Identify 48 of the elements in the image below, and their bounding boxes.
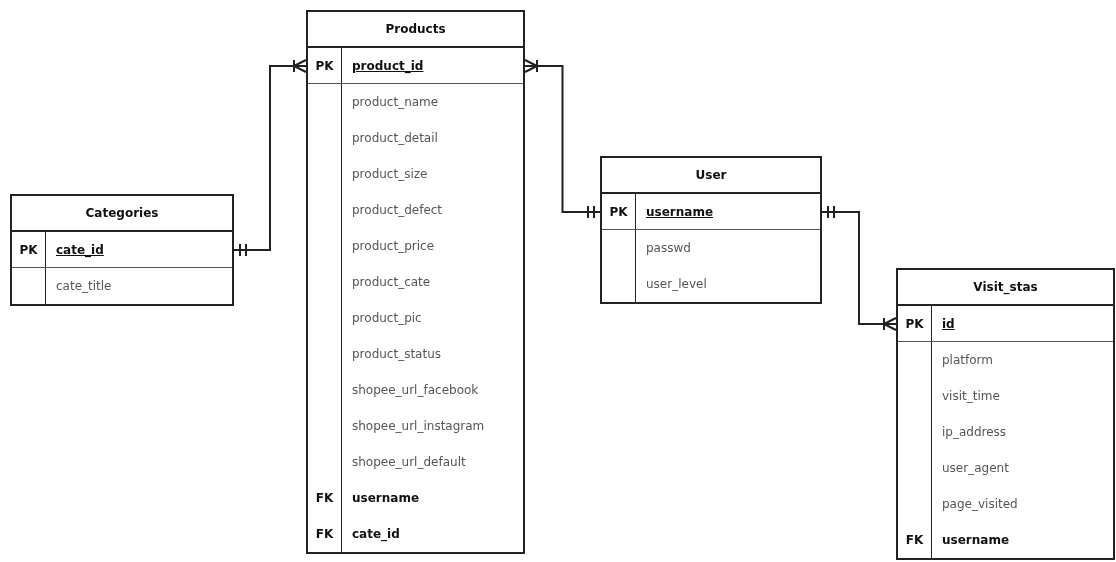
- attribute-name: username: [941, 533, 1010, 547]
- attribute-row: [602, 194, 820, 230]
- table-title: Products: [385, 22, 446, 36]
- attribute-name: product_size: [351, 167, 428, 181]
- attribute-name: id: [941, 316, 955, 331]
- attribute-row: [308, 48, 523, 84]
- attribute-name: page_visited: [941, 497, 1018, 511]
- key-label: PK: [609, 204, 628, 219]
- attribute-name: product_status: [351, 347, 442, 361]
- key-label: FK: [905, 533, 924, 547]
- attribute-name: passwd: [645, 241, 691, 255]
- attribute-name: ip_address: [941, 425, 1007, 439]
- attribute-name: product_price: [351, 239, 435, 253]
- table-title: User: [695, 168, 727, 182]
- attribute-name: cate_title: [55, 279, 112, 293]
- key-label: FK: [315, 491, 334, 505]
- entity-table: [896, 268, 1115, 560]
- attribute-name: product_name: [351, 95, 439, 109]
- table-title: Categories: [85, 206, 159, 220]
- attribute-name: cate_id: [351, 527, 400, 541]
- attribute-name: shopee_url_default: [351, 455, 466, 469]
- attribute-name: username: [351, 491, 420, 505]
- attribute-name: user_level: [645, 277, 707, 291]
- attribute-name: visit_time: [941, 389, 1000, 403]
- attribute-name: product_defect: [351, 203, 443, 217]
- attribute-name: product_id: [351, 58, 424, 73]
- attribute-name: user_agent: [941, 461, 1009, 475]
- attribute-name: platform: [941, 353, 993, 367]
- key-label: PK: [19, 242, 38, 257]
- attribute-name: username: [645, 204, 714, 219]
- attribute-name: cate_id: [55, 242, 104, 257]
- attribute-name: product_cate: [351, 275, 431, 289]
- entity-table: [306, 10, 525, 554]
- attribute-row: [898, 306, 1113, 342]
- key-label: PK: [315, 58, 334, 73]
- attribute-name: product_pic: [351, 311, 422, 325]
- key-label: PK: [905, 316, 924, 331]
- entity-table: [10, 194, 234, 306]
- attribute-row: [12, 232, 232, 268]
- attribute-name: shopee_url_facebook: [351, 383, 479, 397]
- table-title: Visit_stas: [973, 280, 1038, 294]
- relationship-line: [821, 211, 897, 331]
- attribute-name: product_detail: [351, 131, 438, 145]
- attribute-name: shopee_url_instagram: [351, 419, 485, 433]
- relationship-line: [233, 59, 307, 251]
- entity-table: [600, 156, 822, 304]
- relationship-line: [524, 59, 601, 213]
- key-label: FK: [315, 527, 334, 541]
